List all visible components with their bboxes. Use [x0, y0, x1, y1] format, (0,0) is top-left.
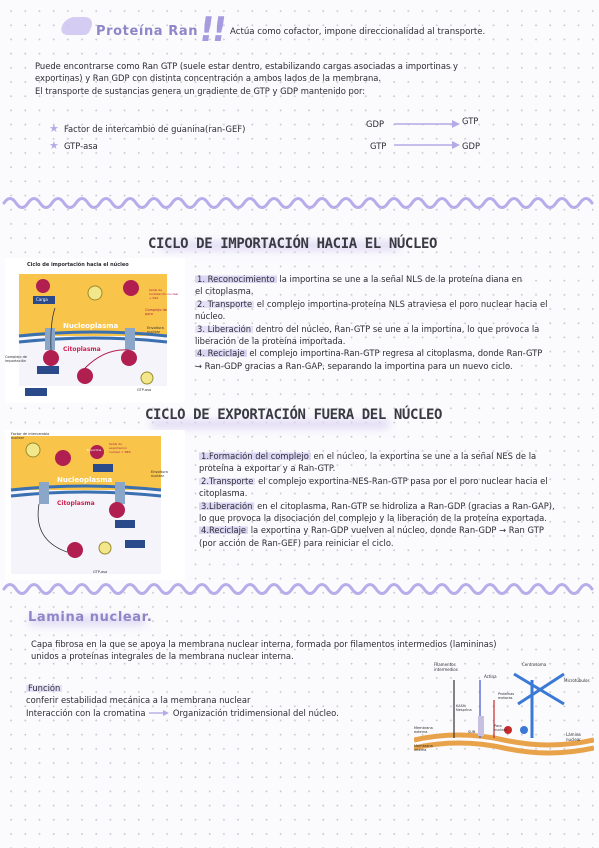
import-step-3-cont: liberación de la proteína importada.: [195, 336, 346, 347]
star-icon: ★: [49, 139, 59, 152]
membrana-externa-label: Membrana externa: [414, 726, 433, 734]
envoltura-label: Envoltura nuclear: [147, 326, 164, 334]
export-step-4: 4.Reciclaje la exportina y Ran-GDP vuelv…: [199, 525, 544, 536]
factor-gef-row: ★ Factor de intercambio de guanina(ran-G…: [49, 117, 245, 136]
import-diagram: [18, 274, 168, 396]
intro-line-1: Puede encontrarse como Ran GTP (suele es…: [35, 61, 458, 71]
cargo-label: Carga: [36, 297, 48, 302]
gtpasa-from: GTP: [370, 141, 387, 151]
import-step-2: 2. Transporte el complejo importina-prot…: [195, 298, 548, 309]
export-step-1: 1.Formación del complejo en el núcleo, l…: [199, 451, 537, 461]
heading-highlight: [160, 241, 400, 251]
arrow-right-icon: [149, 710, 170, 717]
import-step-3: 3. Liberación dentro del núcleo, Ran-GTP…: [195, 323, 540, 334]
export-step-2: 2.Transporte el complejo exportina-NES-R…: [199, 475, 548, 486]
import-steps: 1. Reconocimiento la importina se une a …: [195, 273, 547, 372]
factor-label: Factor de intercambio nuclear: [11, 432, 50, 440]
star-icon: ★: [49, 122, 59, 135]
lamina-title: Lamina nuclear.: [28, 610, 153, 625]
import-heading: CICLO DE IMPORTACIÓN HACIA EL NÚCLEO: [148, 236, 438, 252]
lamina-line-2: unidos a proteínas integrales de la memb…: [31, 651, 294, 662]
membrana-interna-label: Membrana interna: [414, 744, 433, 752]
actina-label: Actina: [484, 674, 497, 679]
factor-gtpasa-row: ★ GTP-asa: [49, 134, 98, 153]
complejo-poro-label: Complejo de poro: [145, 308, 167, 316]
filamentos-label: Filamentos intermedios: [434, 662, 458, 672]
lamina-diagram: [414, 672, 594, 756]
nucleoplasma-label: Nucleoplasma: [63, 322, 119, 330]
arrow-right-icon: [394, 141, 460, 149]
intro-line-3: El transporte de sustancias genera un gr…: [35, 85, 366, 96]
centrosoma-label: Centrosoma: [522, 662, 547, 667]
import-step-1-cont: el citoplasma.: [195, 286, 254, 297]
kash-label: KASH Nesprina: [456, 704, 472, 712]
title-highlight: [28, 616, 146, 626]
title-underline-blob: [57, 17, 97, 35]
export-step-4-cont: (por acción de Ran-GEF) para reiniciar e…: [199, 537, 394, 548]
gtpasa-label: GTP-asa: [93, 570, 108, 574]
microtubulos-label: Microtúbulos: [564, 678, 590, 683]
sun-label: SUN: [468, 730, 476, 734]
wavy-divider: [2, 583, 594, 595]
funcion-label: Función: [26, 683, 63, 693]
poro-label: Poro nuclear: [494, 724, 508, 732]
import-cycle-figure: Ciclo de importación hacia el núcleo Nuc…: [5, 258, 185, 403]
citoplasma-label: Citoplasma: [57, 500, 95, 507]
proteinas-motoras-label: Proteínas motoras: [498, 692, 515, 700]
export-step-2-cont: citoplasma.: [199, 488, 248, 499]
funcion-line-1: conferir estabilidad mecánica a la membr…: [26, 695, 251, 706]
factor-gtpasa-label: GTP-asa: [63, 141, 98, 151]
sitio-label: Señal de localización nuclear + NLS: [149, 288, 179, 300]
envoltura-label: Envoltura nuclear: [151, 470, 168, 478]
lamina-paragraph: Capa fibrosa en la que se apoya la membr…: [31, 638, 497, 663]
export-heading: CICLO DE EXPORTACIÓN FUERA DEL NÚCLEO: [145, 407, 443, 423]
exportina-label: Exportina: [87, 448, 102, 452]
lamina-label: Lámina nuclear: [566, 732, 581, 742]
import-step-2-cont: núcleo.: [195, 311, 226, 322]
subtitle: Actúa como cofactor, impone direccionali…: [230, 27, 486, 37]
export-step-3: 3.Liberación en el citoplasma, Ran-GTP s…: [199, 500, 555, 511]
export-diagram: [10, 436, 162, 574]
export-step-1-cont: proteína a exportar y a Ran-GTP.: [199, 463, 336, 474]
funcion-line-2: Interacción con la cromatina Organizació…: [26, 707, 339, 718]
exclaim-mark: !!: [196, 10, 227, 50]
import-step-4: 4. Reciclaje el complejo importina-Ran-G…: [195, 348, 543, 359]
lamina-figure: Filamentos intermedios Actina Centrosoma…: [414, 660, 594, 760]
intro-paragraph: Puede encontrarse como Ran GTP (suele es…: [35, 60, 458, 97]
export-steps: 1.Formación del complejo en el núcleo, l…: [199, 450, 555, 549]
gef-from: GDP: [366, 119, 384, 129]
heading-highlight: [150, 419, 390, 429]
figure-title: Ciclo de importación hacia el núcleo: [27, 262, 129, 268]
gtpasa-to: GDP: [462, 141, 480, 151]
gtpasa-label: GTP-asa: [137, 388, 152, 392]
gef-to: GTP: [462, 116, 479, 126]
factor-gef-label: Factor de intercambio de guanina(ran-GEF…: [63, 124, 246, 134]
page-title: Proteína Ran: [96, 24, 199, 39]
export-step-3-cont: lo que provoca la disociación del comple…: [199, 513, 547, 524]
wavy-divider: [2, 197, 594, 209]
export-cycle-figure: Factor de intercambio nuclear Nucleoplas…: [5, 430, 185, 580]
import-step-4-cont: → Ran-GDP gracias a Ran-GAP, separando l…: [195, 360, 513, 371]
lamina-line-1: Capa fibrosa en la que se apoya la membr…: [31, 639, 497, 649]
complejo-importacion-label: Complejo de importación: [5, 355, 27, 363]
arrow-right-icon: [394, 120, 460, 128]
citoplasma-label: Citoplasma: [63, 346, 101, 353]
senal-label: Señal de exportación nuclear = NES: [109, 442, 131, 454]
import-step-1: 1. Reconocimiento la importina se une a …: [195, 274, 523, 284]
intro-line-2: exportinas) y Ran GDP con distinta conce…: [35, 73, 382, 84]
nucleoplasma-label: Nucleoplasma: [57, 476, 113, 484]
funcion-block: Función conferir estabilidad mecánica a …: [26, 682, 339, 719]
